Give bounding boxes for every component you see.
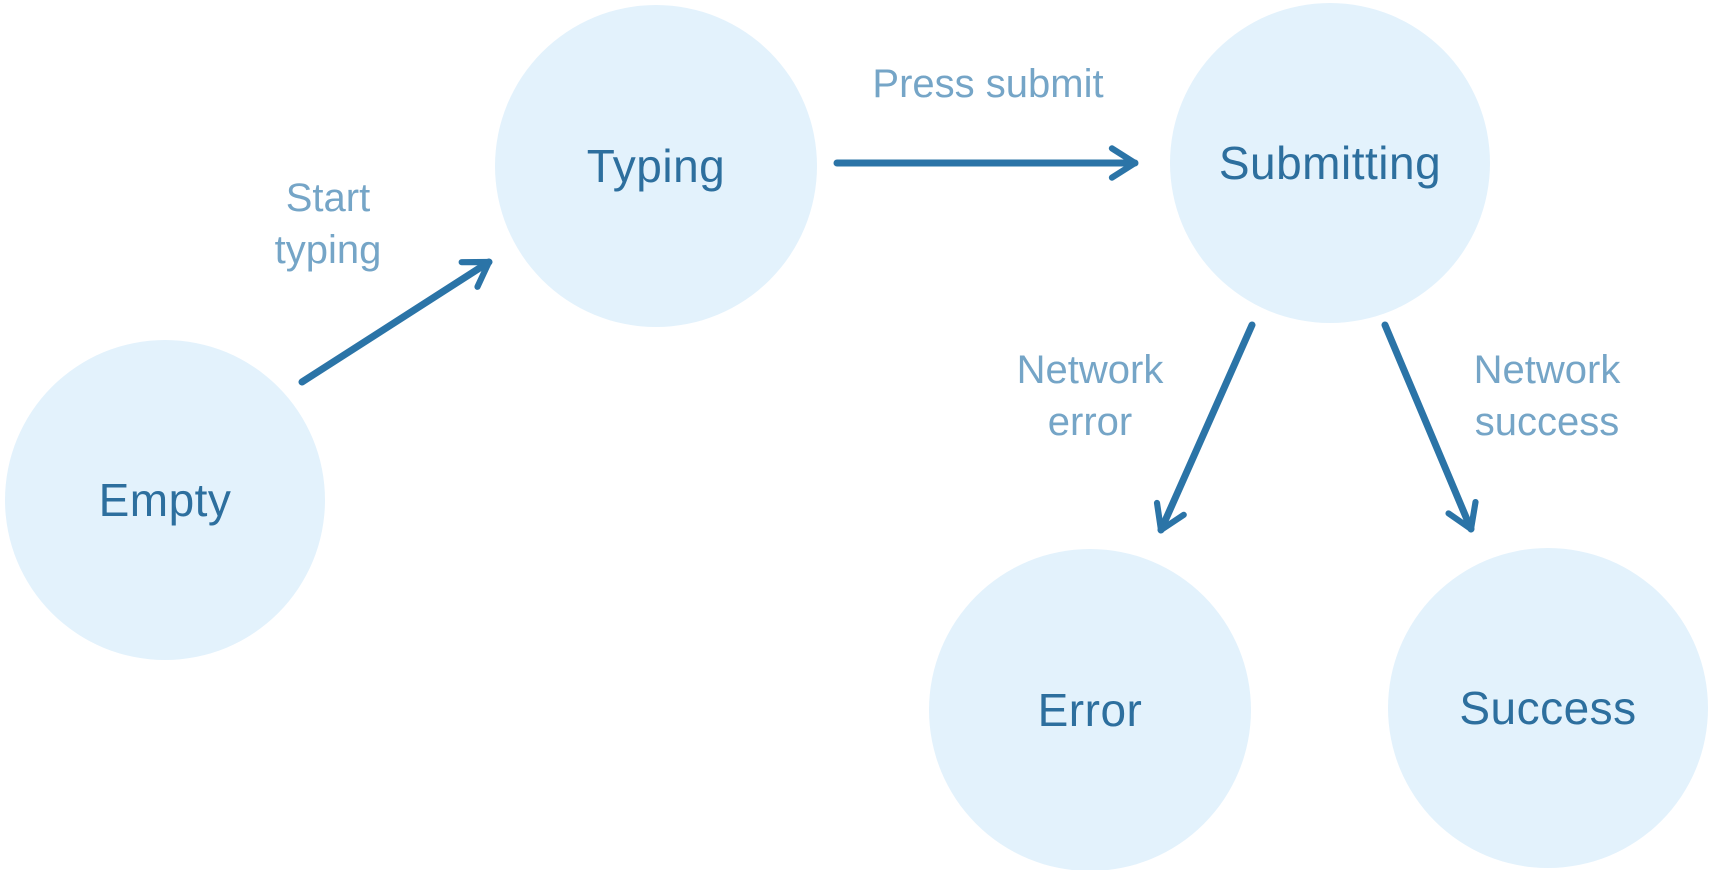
state-node-typing: Typing <box>495 5 817 327</box>
state-label-empty: Empty <box>98 474 232 526</box>
state-label-error: Error <box>1037 684 1143 736</box>
state-node-submitting: Submitting <box>1170 3 1490 323</box>
state-node-success: Success <box>1388 548 1708 868</box>
edge-label-network-error: Network error <box>1016 348 1164 444</box>
state-label-success: Success <box>1459 682 1637 734</box>
edge-label-press-submit: Press submit <box>872 62 1104 106</box>
edge-label-network-success: Network success <box>1473 348 1621 444</box>
state-label-submitting: Submitting <box>1218 137 1442 189</box>
arrow-empty-to-typing <box>298 258 493 386</box>
edge-label-start-typing: Start typing <box>274 176 382 272</box>
state-label-typing: Typing <box>586 140 726 192</box>
state-node-empty: Empty <box>5 340 325 660</box>
state-node-error: Error <box>929 549 1251 870</box>
